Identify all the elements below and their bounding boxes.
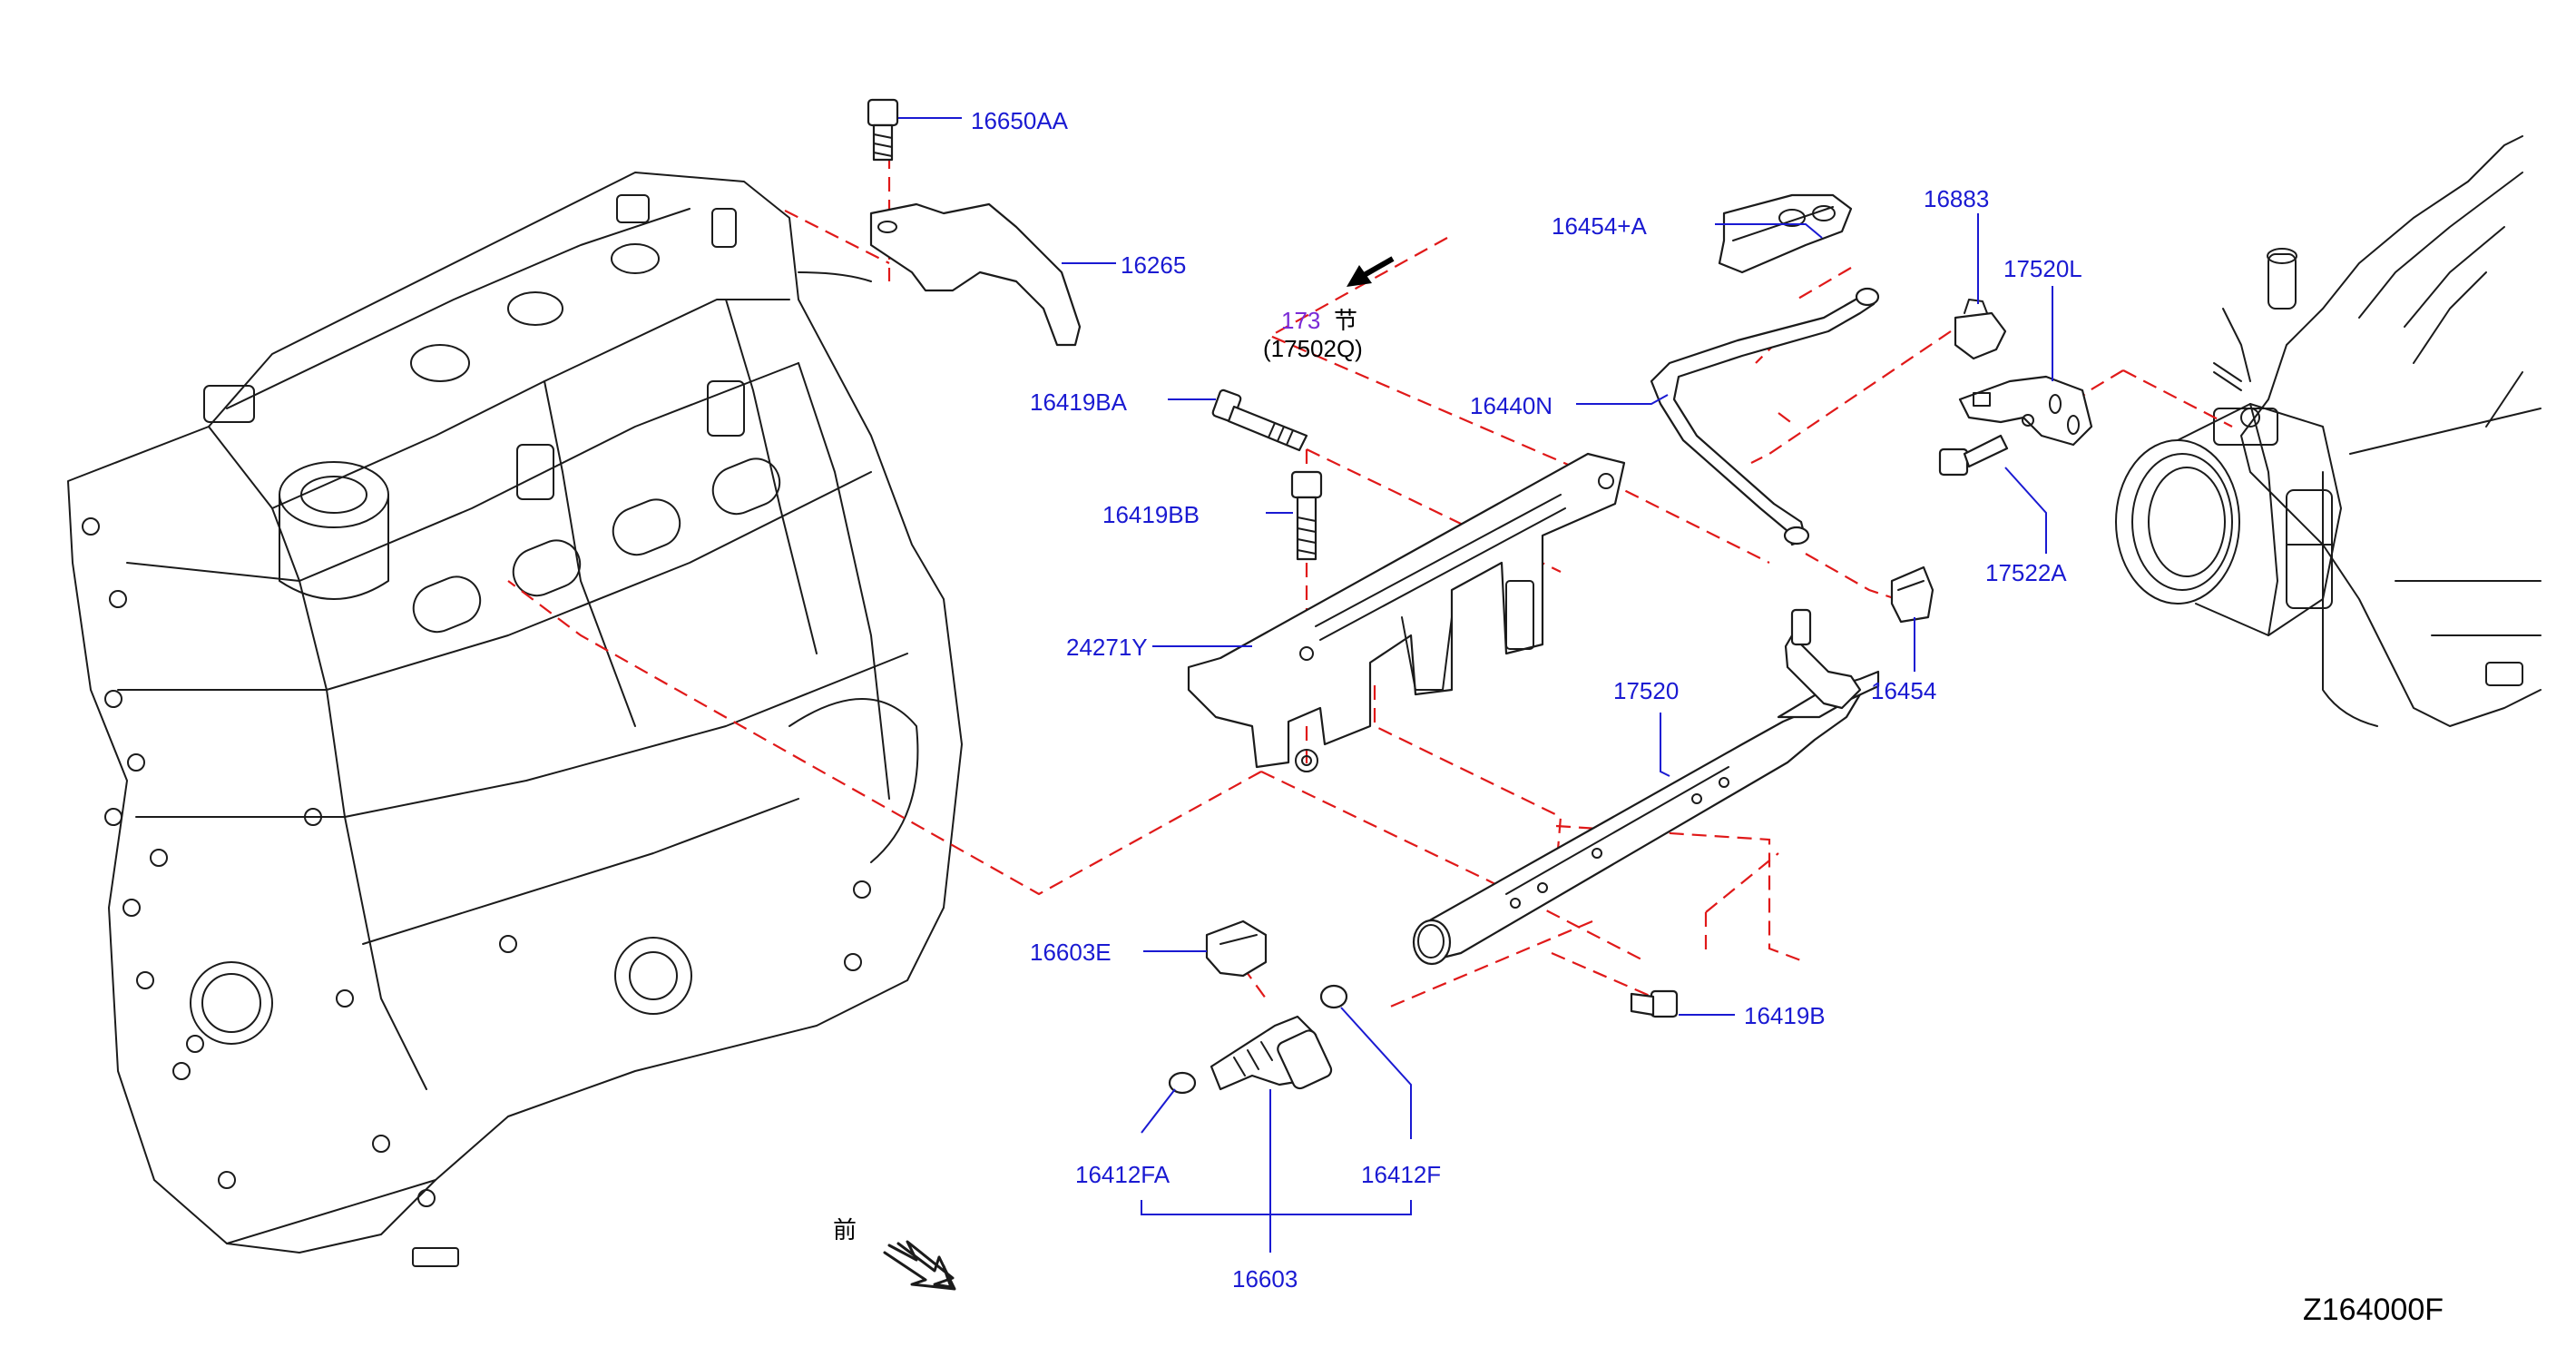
label-16650aa: 16650AA (971, 107, 1069, 134)
label-16603e: 16603E (1030, 939, 1112, 966)
label-16419bb: 16419BB (1102, 501, 1200, 528)
o-ring-16412f (1319, 984, 1348, 1009)
drawing-code: Z164000F (2303, 1293, 2444, 1327)
label-24271y: 24271Y (1066, 634, 1148, 661)
label-16265: 16265 (1121, 251, 1186, 279)
clamp-16454-a (1718, 193, 1853, 274)
label-16454: 16454 (1871, 677, 1936, 704)
clip-16883 (1954, 299, 2007, 360)
reference-arrow (1347, 256, 1395, 287)
reference-page-number: 173 (1281, 307, 1320, 334)
label-16883: 16883 (1924, 185, 1989, 212)
harness-bracket-24271y (1187, 452, 1626, 772)
label-16603: 16603 (1232, 1265, 1298, 1293)
label-16440n: 16440N (1470, 392, 1552, 419)
part-labels: 16650AA 16265 16454+A 16883 17520L 16419… (833, 107, 2444, 1327)
label-17522a: 17522A (1985, 559, 2067, 586)
bolt-16419ba (1211, 388, 1308, 452)
clip-16603e (1205, 919, 1268, 978)
leader-lines (898, 117, 2053, 1253)
reference-page-glyph: 节 (1334, 307, 1357, 334)
reference-part-number: (17502Q) (1263, 335, 1363, 362)
bolt-17522a (1938, 434, 2009, 477)
fuel-hose-16440n (1650, 287, 1880, 546)
bolt-16419b (1630, 989, 1679, 1018)
label-16419ba: 16419BA (1030, 388, 1128, 416)
label-16419b: 16419B (1744, 1002, 1826, 1029)
label-16454-a: 16454+A (1552, 212, 1647, 240)
front-direction-arrow (883, 1240, 956, 1291)
bolt-16650aa (867, 98, 899, 162)
label-17520: 17520 (1613, 677, 1679, 704)
fuel-rail-17520 (1412, 608, 1880, 966)
o-ring-16412fa (1168, 1071, 1197, 1095)
front-marker-label: 前 (833, 1216, 857, 1244)
label-17520l: 17520L (2003, 255, 2082, 282)
bracket-17520l (1958, 375, 2093, 447)
clamp-16454 (1890, 565, 1934, 624)
engine-block-drawing (67, 172, 963, 1267)
throttle-body-drawing (2115, 135, 2542, 727)
bolt-16419bb (1290, 470, 1323, 561)
bracket-16265 (869, 202, 1082, 347)
label-16412f: 16412F (1361, 1161, 1441, 1188)
label-16412fa: 16412FA (1075, 1161, 1170, 1188)
injector-16603 (1210, 1015, 1333, 1091)
